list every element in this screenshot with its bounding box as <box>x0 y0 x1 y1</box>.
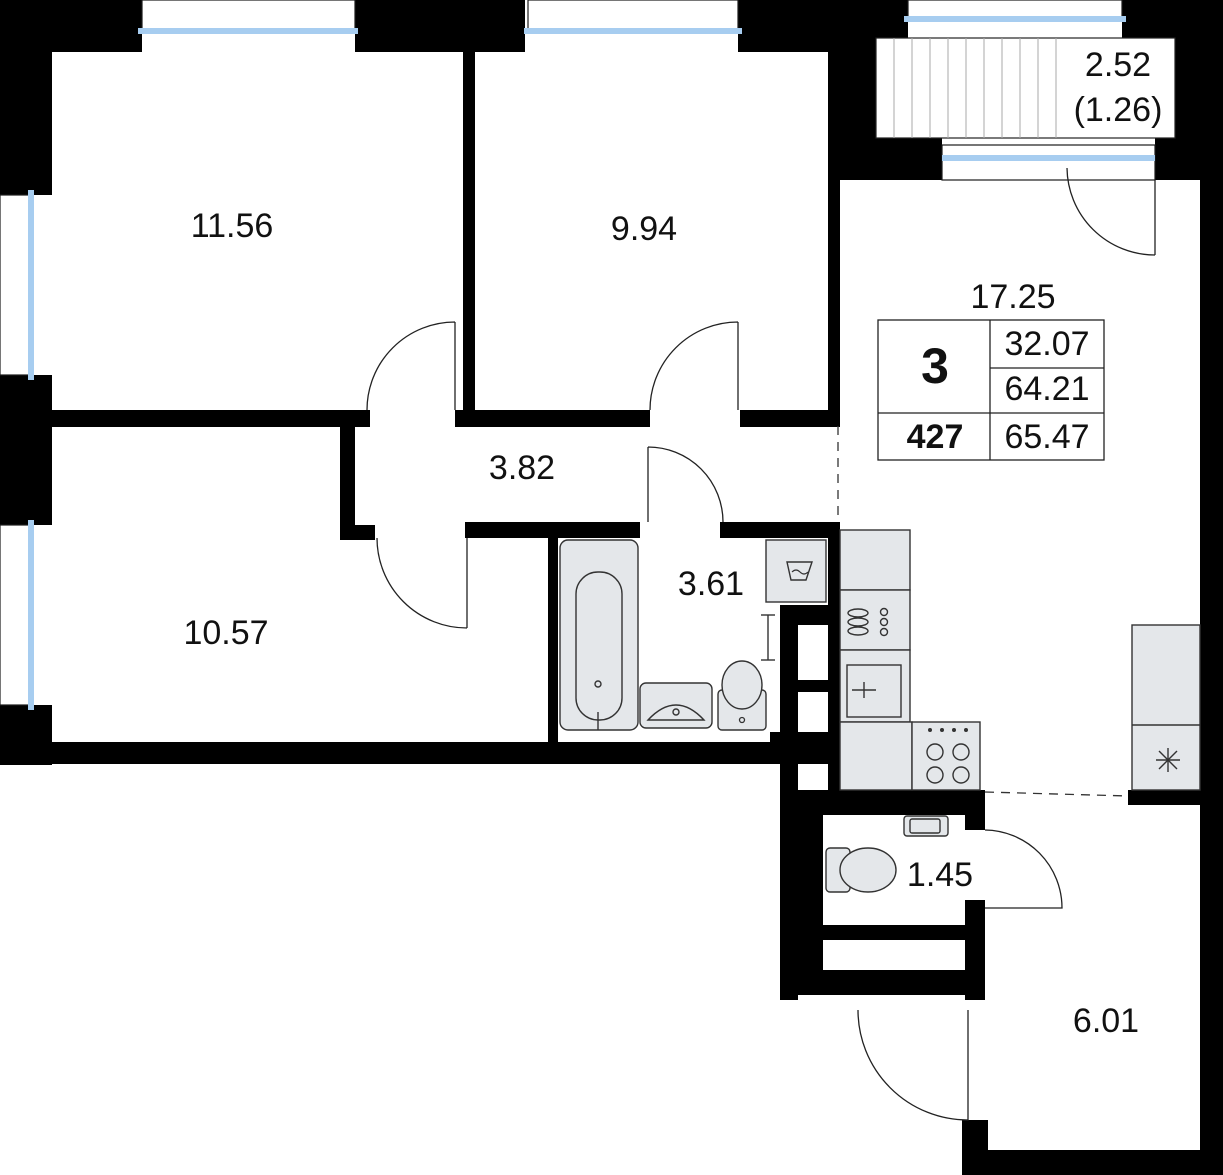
room-area-bedroom-2: 9.94 <box>611 210 677 248</box>
windows <box>0 0 1156 710</box>
total-area: 64.21 <box>1004 370 1089 408</box>
snowflake-icon <box>1131 624 1201 791</box>
washing-machine-icon <box>765 539 827 603</box>
room-labels: 11.56 9.94 10.57 3.82 3.61 17.25 2.52 (1… <box>183 46 1162 1040</box>
zone-dividers <box>837 426 1129 797</box>
room-area-wc: 1.45 <box>907 856 973 894</box>
bathroom-fixtures <box>559 539 827 731</box>
room-area-bedroom-1: 11.56 <box>191 207 274 245</box>
kitchen-fixtures <box>839 529 1201 791</box>
room-area-entry: 6.01 <box>1073 1002 1139 1040</box>
wc-fixtures <box>825 815 949 893</box>
living-area: 32.07 <box>1004 325 1089 363</box>
room-area-hall: 3.82 <box>489 449 555 487</box>
room-area-bedroom-3: 10.57 <box>183 614 268 652</box>
total-area-with-balcony: 65.47 <box>1004 418 1089 456</box>
room-area-bathroom: 3.61 <box>678 565 744 603</box>
room-area-kitchen-living: 17.25 <box>970 278 1055 316</box>
room-count: 3 <box>921 338 949 394</box>
doors <box>366 167 1156 1121</box>
cooktop-icon <box>911 721 981 791</box>
balcony <box>875 37 1176 139</box>
balcony-area: 2.52 <box>1085 46 1151 84</box>
apartment-number: 427 <box>907 418 964 456</box>
balcony-area-reduced: (1.26) <box>1074 91 1163 129</box>
apartment-summary-box: 3 427 32.07 64.21 65.47 <box>877 319 1105 461</box>
